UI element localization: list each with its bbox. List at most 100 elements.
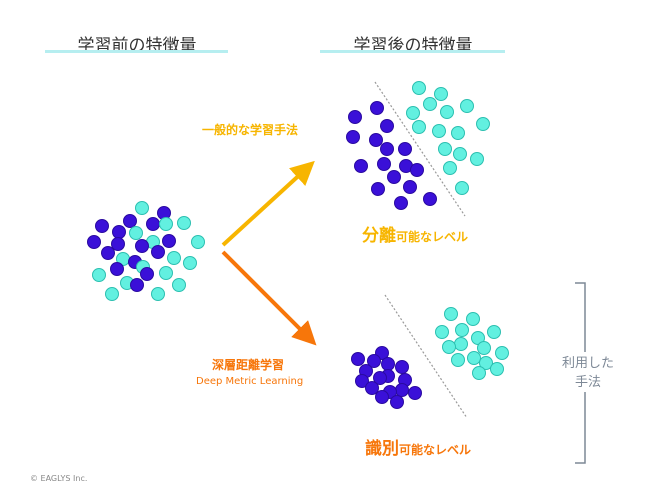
- after-dml-class-a-point: [395, 360, 409, 374]
- dml-arrow: [221, 250, 317, 346]
- before-class-b-point: [191, 235, 205, 249]
- after-dml-class-b-point: [477, 341, 491, 355]
- general-method-arrow: [221, 160, 315, 247]
- after-general-class-a-point: [394, 196, 408, 210]
- after-dml-class-b-point: [442, 340, 456, 354]
- copyright: © EAGLYS Inc.: [30, 474, 88, 483]
- after-dml-class-b-point: [466, 312, 480, 326]
- before-class-a-point: [95, 219, 109, 233]
- before-class-a-point: [123, 214, 137, 228]
- after-general-class-a-point: [371, 182, 385, 196]
- before-class-a-point: [111, 237, 125, 251]
- after-dml-class-b-point: [479, 356, 493, 370]
- before-class-a-point: [110, 262, 124, 276]
- after-dml-class-a-point: [408, 386, 422, 400]
- after-general-class-a-point: [377, 157, 391, 171]
- before-class-a-point: [140, 267, 154, 281]
- separation-boundary-dml: [384, 294, 468, 419]
- dml-label-en: Deep Metric Learning: [196, 376, 304, 387]
- general-result-strong: 分離: [362, 226, 396, 246]
- after-general-class-b-point: [432, 124, 446, 138]
- after-dml-class-b-point: [495, 346, 509, 360]
- after-dml-class-b-point: [451, 353, 465, 367]
- after-general-class-a-point: [380, 142, 394, 156]
- before-class-a-point: [162, 234, 176, 248]
- after-title-underline: [320, 50, 505, 53]
- bracket-label-line1: 利用した: [561, 356, 614, 371]
- after-dml-class-b-point: [472, 366, 486, 380]
- bracket-label-line2: 手法: [574, 375, 601, 390]
- after-dml-class-a-point: [390, 395, 404, 409]
- after-general-class-a-point: [369, 133, 383, 147]
- dml-result: 識別可能なレベル: [365, 434, 471, 459]
- dml-label-jp: 深層距離学習: [212, 358, 285, 372]
- after-dml-class-b-point: [454, 337, 468, 351]
- before-class-a-point: [135, 239, 149, 253]
- after-general-class-b-point: [412, 81, 426, 95]
- after-general-class-b-point: [476, 117, 490, 131]
- after-general-class-b-point: [451, 126, 465, 140]
- after-general-class-a-point: [410, 163, 424, 177]
- general-result: 分離可能なレベル: [362, 221, 468, 246]
- after-general-class-a-point: [370, 101, 384, 115]
- before-class-a-point: [112, 225, 126, 239]
- before-class-b-point: [183, 256, 197, 270]
- after-dml-class-a-point: [351, 352, 365, 366]
- before-class-b-point: [177, 216, 191, 230]
- after-dml-class-b-point: [435, 325, 449, 339]
- before-class-b-point: [151, 287, 165, 301]
- after-general-class-b-point: [460, 99, 474, 113]
- before-class-b-point: [159, 266, 173, 280]
- before-class-a-point: [146, 217, 160, 231]
- before-class-b-point: [129, 226, 143, 240]
- before-class-b-point: [159, 217, 173, 231]
- before-class-a-point: [130, 278, 144, 292]
- after-general-class-a-point: [403, 180, 417, 194]
- general-method-label: 一般的な学習手法: [202, 123, 299, 137]
- after-general-class-a-point: [423, 192, 437, 206]
- after-general-class-a-point: [346, 130, 360, 144]
- after-dml-class-a-point: [365, 381, 379, 395]
- before-class-b-point: [172, 278, 186, 292]
- after-dml-class-b-point: [444, 307, 458, 321]
- bracket-label: 利用した手法: [560, 354, 616, 392]
- after-general-class-b-point: [440, 105, 454, 119]
- after-general-class-b-point: [470, 152, 484, 166]
- before-class-b-point: [105, 287, 119, 301]
- after-dml-class-a-point: [375, 390, 389, 404]
- general-result-rest: 可能なレベル: [396, 230, 469, 244]
- after-general-class-b-point: [438, 142, 452, 156]
- after-general-class-b-point: [406, 106, 420, 120]
- after-general-class-a-point: [354, 159, 368, 173]
- after-dml-class-a-point: [367, 354, 381, 368]
- separation-boundary-general: [374, 81, 466, 217]
- after-general-class-a-point: [348, 110, 362, 124]
- after-general-class-b-point: [434, 87, 448, 101]
- after-general-class-b-point: [423, 97, 437, 111]
- dml-result-rest: 可能なレベル: [399, 443, 472, 457]
- after-dml-class-a-point: [355, 374, 369, 388]
- after-general-class-a-point: [387, 170, 401, 184]
- after-dml-class-a-point: [373, 371, 387, 385]
- method-bracket: [575, 282, 586, 464]
- after-general-class-a-point: [398, 142, 412, 156]
- after-dml-class-b-point: [490, 362, 504, 376]
- after-general-class-a-point: [380, 119, 394, 133]
- before-class-b-point: [167, 251, 181, 265]
- before-class-b-point: [135, 201, 149, 215]
- before-class-a-point: [151, 245, 165, 259]
- before-class-b-point: [92, 268, 106, 282]
- after-dml-class-a-point: [381, 357, 395, 371]
- after-general-class-b-point: [443, 161, 457, 175]
- after-dml-class-a-point: [395, 383, 409, 397]
- after-general-class-b-point: [412, 120, 426, 134]
- after-dml-class-b-point: [487, 325, 501, 339]
- dml-result-strong: 識別: [365, 439, 399, 459]
- after-dml-class-b-point: [467, 351, 481, 365]
- before-title-underline: [45, 50, 228, 53]
- before-class-a-point: [87, 235, 101, 249]
- before-class-a-point: [101, 246, 115, 260]
- after-general-class-b-point: [453, 147, 467, 161]
- after-dml-class-b-point: [455, 323, 469, 337]
